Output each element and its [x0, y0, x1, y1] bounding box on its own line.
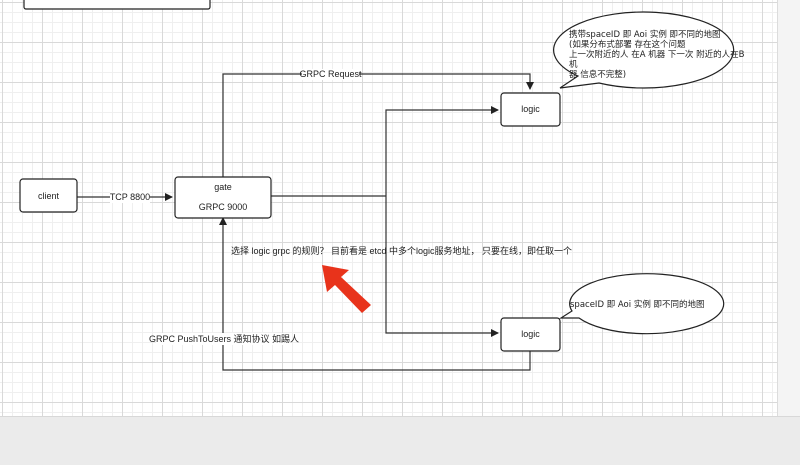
- node-gate-port: GRPC 9000: [199, 202, 248, 212]
- node-gate-title: gate: [214, 182, 232, 192]
- partial-top-box[interactable]: [23, 0, 211, 10]
- edge-label-push: GRPC PushToUsers 通知协议 如踢人: [149, 333, 299, 344]
- vertical-scrollbar[interactable]: [777, 0, 800, 416]
- callout-top-line: 上一次附近的人 在A 机器 下一次 附近的人在B机: [569, 50, 745, 70]
- callout-top-text: 携带spaceID 即 Aoi 实例 即不同的地图 (如果分布式部署 存在这个问…: [569, 30, 747, 80]
- callout-top-line: 携带spaceID 即 Aoi 实例 即不同的地图: [569, 30, 721, 40]
- edge-label-tcp: TCP 8800: [110, 192, 150, 202]
- node-logic-top[interactable]: logic: [500, 92, 561, 127]
- callout-bottom-text: spaceID 即 Aoi 实例 即不同的地图: [570, 300, 705, 310]
- edge-to-logic-top[interactable]: [385, 106, 499, 196]
- callout-top-line: 器 信息不完整): [569, 70, 627, 80]
- edge-to-logic-bottom[interactable]: [385, 196, 499, 337]
- node-gate[interactable]: gate GRPC 9000: [174, 176, 272, 219]
- node-client-label: client: [38, 191, 60, 201]
- edge-grpc-request[interactable]: [222, 73, 534, 177]
- callout-top[interactable]: [553, 11, 735, 89]
- node-logic-top-label: logic: [521, 104, 540, 114]
- callout-bottom[interactable]: [558, 273, 725, 335]
- edge-push-to-users[interactable]: [219, 217, 531, 371]
- node-logic-bottom[interactable]: logic: [500, 317, 561, 352]
- routing-question-text[interactable]: 选择 logic grpc 的规则？ 目前看是 etcd 中多个logic服务地…: [231, 245, 572, 256]
- highlight-arrow-icon: [322, 265, 371, 313]
- node-client[interactable]: client: [19, 178, 78, 213]
- edge-label-grpc-request: GRPC Request: [299, 69, 362, 79]
- node-logic-bottom-label: logic: [521, 329, 540, 339]
- bottom-panel: [0, 416, 800, 465]
- callout-top-line: (如果分布式部署 存在这个问题: [569, 40, 686, 50]
